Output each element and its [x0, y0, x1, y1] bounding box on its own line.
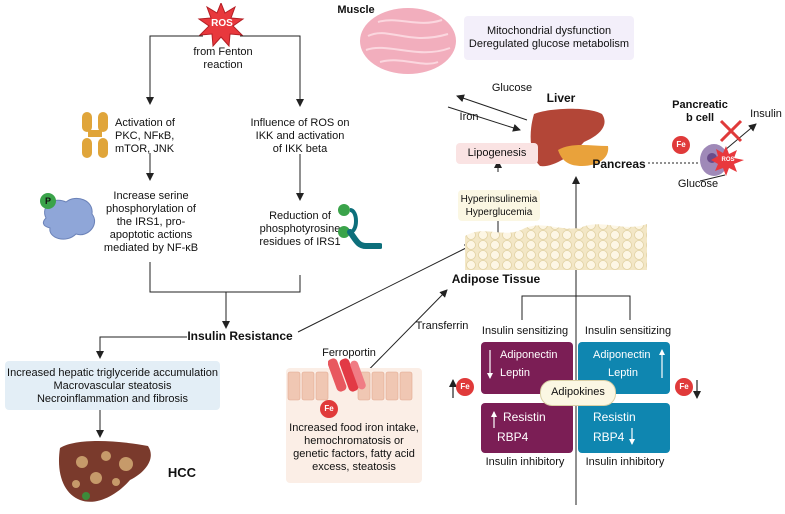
inhibitory-right-label: Insulin inhibitory [585, 456, 665, 468]
pancreas-label: Pancreas [592, 157, 646, 171]
ros-label: ROS [211, 18, 233, 29]
ros-source-text: from Fenton reaction [193, 46, 253, 71]
muscle-tissue-icon [360, 8, 456, 74]
ferroportin-label: Ferroportin [322, 347, 376, 359]
insulin-label: Insulin [750, 108, 782, 120]
irs1-receptor-icon [338, 204, 382, 249]
q3-resistin: Resistin [503, 410, 546, 424]
iron-label: Iron [459, 111, 479, 123]
iron-badge-low: Fe [456, 378, 474, 396]
pancreatic-cell-title: Pancreatic b cell [672, 99, 728, 124]
ikk-activation-text: Influence of ROS on IKK and activation o… [250, 117, 350, 155]
phosphate-badge: P [44, 196, 51, 206]
q1-leptin: Leptin [500, 367, 530, 379]
cirrhotic-liver-icon [58, 441, 151, 502]
inhibitory-left-label: Insulin inhibitory [485, 456, 565, 468]
adipose-tissue-icon [465, 224, 647, 270]
q4-resistin: Resistin [593, 410, 636, 424]
liver-icon [530, 108, 609, 167]
phosphotyrosine-text: Reduction of phosphotyrosine residues of… [259, 210, 341, 248]
iron-badge-intestine: Fe [320, 400, 338, 418]
iron-badge-high: Fe [675, 378, 693, 396]
hepatic-outcome-text: Increased hepatic triglyceride accumulat… [7, 367, 218, 405]
adipose-title: Adipose Tissue [451, 272, 541, 286]
adipokines-center-badge [540, 380, 616, 406]
ros-small-label: ROS [721, 157, 735, 163]
hepatic-outcome-box [5, 361, 220, 410]
transferrin-label: Transferrin [415, 320, 469, 332]
serine-phosphorylation-text: Increase serine phosphorylation of the I… [103, 190, 199, 254]
insulin-resistance-label: Insulin Resistance [187, 329, 293, 343]
q4-rbp4: RBP4 [593, 430, 625, 444]
sensitizing-left-label: Insulin sensitizing [481, 325, 569, 337]
hcc-label: HCC [167, 465, 197, 480]
glucose-label-liver: Glucose [491, 82, 533, 94]
kinase-activation-text: Activation of PKC, NFκB, mTOR, JNK [115, 117, 175, 155]
ferroportin-channel-icon [328, 358, 366, 392]
ros-burst-icon [197, 3, 245, 47]
iron-causes-text: Increased food iron intake, hemochromato… [289, 422, 419, 473]
muscle-effects-text: Mitochondrial dysfunction Deregulated gl… [468, 25, 630, 50]
q2-adiponectin: Adiponectin [593, 349, 651, 361]
hyperinsulinemia-text: Hyperinsulinemia Hyperglucemia [460, 194, 538, 218]
sensitizing-right-label: Insulin sensitizing [584, 325, 672, 337]
lipogenesis-box [456, 143, 538, 164]
q2-leptin: Leptin [608, 367, 638, 379]
muscle-title: Muscle [337, 4, 375, 16]
receptor-icon [82, 112, 108, 158]
glucose-label-pancreas: Glucose [677, 178, 719, 190]
q1-adiponectin: Adiponectin [500, 349, 558, 361]
blocked-insulin-icon [719, 119, 743, 143]
adipokines-center-label: Adipokines [551, 386, 605, 398]
adipokines-high-iron-inhibitory [578, 403, 670, 453]
iron-badge-pancreas: Fe [672, 136, 690, 154]
beta-cell-icon [700, 144, 744, 176]
irs1-protein-icon [40, 193, 96, 240]
lipogenesis-text: Lipogenesis [467, 147, 527, 159]
hyperinsulinemia-box [458, 190, 540, 221]
q3-rbp4: RBP4 [497, 430, 529, 444]
muscle-effects-box [464, 16, 634, 60]
liver-title: Liver [546, 91, 576, 105]
